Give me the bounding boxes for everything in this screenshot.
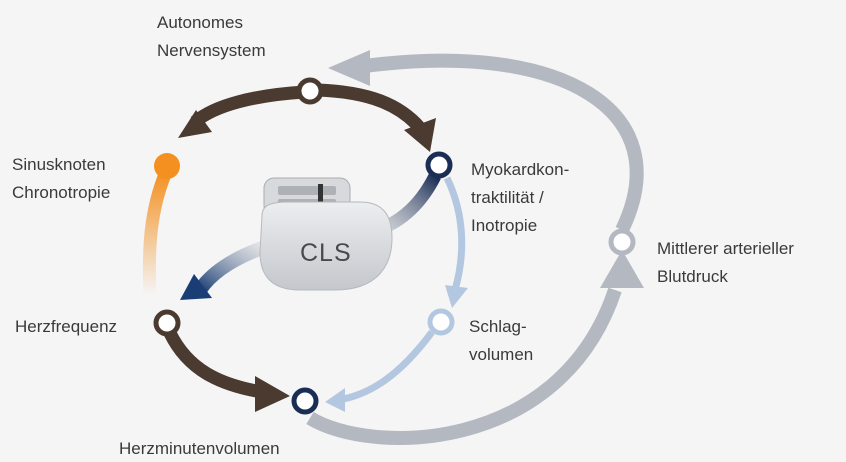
label-herzminutenvolumen: Herzminutenvolumen [119,439,280,458]
orange-fade-segment [142,169,173,296]
brown-arrow-left-shaft [190,85,306,128]
label-myokard-line2: traktilität / [471,188,544,207]
brown-arrowhead-left [178,110,212,138]
node-mittlerer-arterieller-blutdruck [608,228,636,256]
node-herzfrequenz [153,309,181,337]
label-chronotropie: Chronotropie [12,183,111,202]
label-herzfrequenz: Herzfrequenz [15,317,118,336]
gray-loop-lower [306,287,622,445]
brown-arrowhead-bottom [255,376,290,412]
gray-arrowhead-lower [600,250,644,288]
lightblue-arrow-left-shaft [337,329,435,404]
device-label: CLS [300,239,352,267]
device-to-heartrate-arrowhead [180,274,212,300]
node-autonomes-nervensystem [296,77,324,105]
node-myokardkontraktilitaet [425,151,453,179]
gray-arrowhead-upper [328,50,370,86]
node-schlagvolumen [427,308,455,336]
label-volumen: volumen [469,345,534,364]
label-mittlerer-arterieller: Mittlerer arterieller [657,239,794,258]
brown-arrow-bottom-shaft [164,329,264,399]
label-myokard-line1: Myokardkon- [471,160,570,179]
cls-pacemaker-device [259,177,393,291]
label-myokard-line3: Inotropie [471,216,538,235]
brown-arrow-right-shaft [317,83,425,133]
label-sinusknoten: Sinusknoten [12,155,106,174]
node-herzminutenvolumen [291,387,319,415]
brown-arrowhead-right [404,118,436,152]
lightblue-arrowhead-down [445,285,468,308]
device-to-heartrate-shaft [194,241,265,295]
label-blutdruck: Blutdruck [657,267,728,286]
label-nervensystem: Nervensystem [157,41,266,60]
label-schlag: Schlag- [469,317,527,336]
lightblue-arrow-down-shaft [443,176,466,291]
gray-loop-upper [364,53,644,234]
node-sinusknoten [154,153,180,179]
label-autonomes: Autonomes [157,13,243,32]
lightblue-arrowhead-left [325,388,345,412]
